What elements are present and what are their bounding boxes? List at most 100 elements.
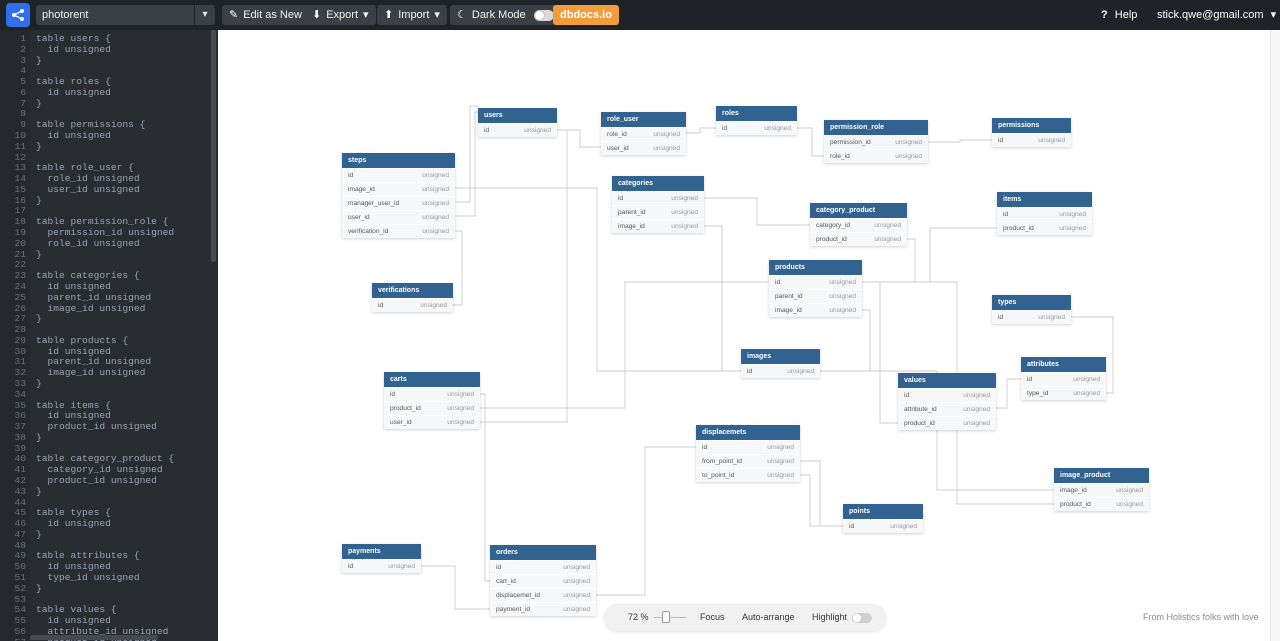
table-header[interactable]: permissions [992,118,1071,133]
table-header[interactable]: image_product [1054,468,1149,483]
account-menu[interactable]: stick.qwe@gmail.com ▾ [1157,5,1276,25]
table-header[interactable]: types [992,295,1071,310]
zoom-slider-track[interactable] [654,617,686,618]
share-logo-icon[interactable] [6,3,30,27]
table-header[interactable]: permission_role [824,120,928,135]
zoom-slider-handle[interactable] [662,611,670,623]
editor-vertical-scrollbar[interactable] [211,30,216,262]
table-header[interactable]: roles [716,106,797,121]
table-header[interactable]: payments [342,544,421,559]
table-header[interactable]: attributes [1021,357,1106,372]
table-header[interactable]: items [997,192,1092,207]
table-header[interactable]: role_user [601,112,686,127]
chevron-down-icon[interactable]: ▾ [195,5,215,25]
auto-arrange-button[interactable]: Auto-arrange [742,612,795,622]
edit-as-new-button[interactable]: ✎ Edit as New [222,5,309,25]
table-header[interactable]: carts [384,372,480,387]
table-header[interactable]: images [741,349,820,364]
dark-mode-toggle[interactable]: ☾ Dark Mode [450,5,561,25]
project-name-field[interactable]: photorent [36,5,194,25]
table-header[interactable]: orders [490,545,596,560]
table-header[interactable]: points [843,504,923,519]
help-button[interactable]: ? Help [1101,5,1137,25]
dbdocs-button[interactable]: dbdocs.io [553,5,619,25]
table-header[interactable]: categories [612,176,704,191]
export-button[interactable]: ⬇ Export ▾ [305,5,376,25]
table-header[interactable]: products [769,260,862,275]
highlight-toggle[interactable] [852,613,872,623]
table-header[interactable]: category_product [810,203,907,218]
dark-mode-switch[interactable] [533,9,554,21]
table-header[interactable]: verifications [372,283,453,298]
canvas-scrollbar[interactable] [1270,30,1280,641]
import-button[interactable]: ⬆ Import ▾ [377,5,447,25]
table-header[interactable]: displacemets [696,425,800,440]
editor-horizontal-scrollbar[interactable] [30,635,158,640]
